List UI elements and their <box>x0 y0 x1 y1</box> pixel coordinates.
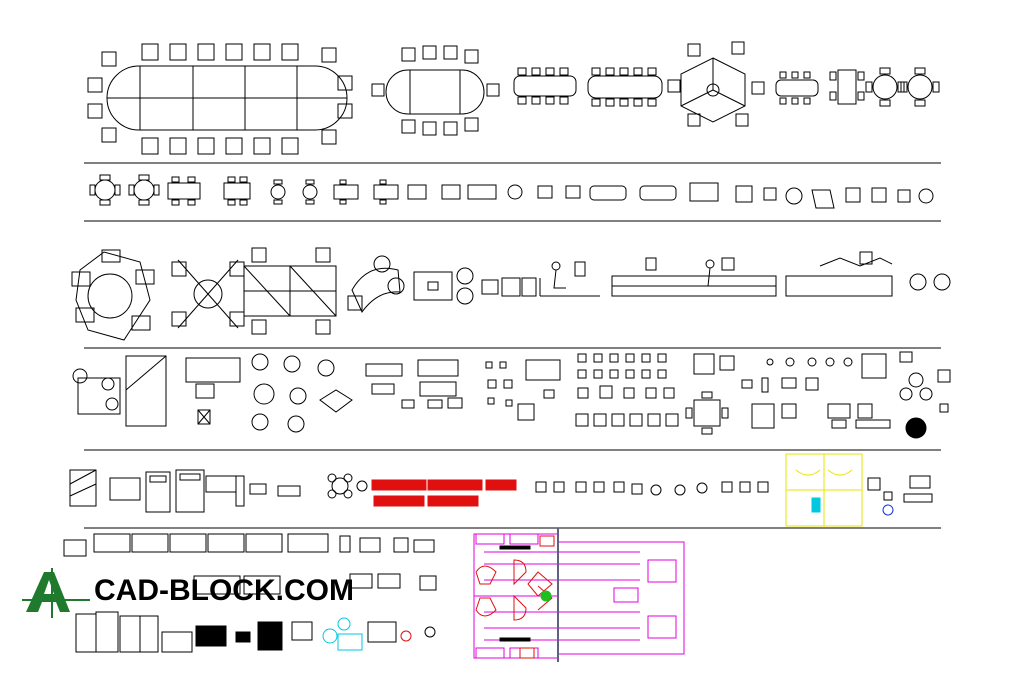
row2-dining-sets <box>89 174 934 209</box>
hexagon-workstation <box>667 41 765 127</box>
beds-group <box>69 469 301 513</box>
square-table-4 <box>685 353 735 435</box>
round-table-4a <box>865 67 905 107</box>
sofas-and-benches <box>365 359 463 409</box>
plant-icon <box>905 417 927 439</box>
cyan-chair <box>811 497 821 513</box>
symbols-right-cluster <box>741 351 951 429</box>
workstation-elevation-right <box>785 251 893 297</box>
red-round-chair <box>400 630 412 642</box>
cluster-workstation <box>71 249 155 341</box>
rectangular-table-10 <box>587 67 663 107</box>
logo-text: CAD-BLOCK.COM <box>94 574 354 607</box>
green-plant-icon <box>540 590 552 602</box>
small-rectangular-table <box>775 71 819 105</box>
logo-mark-icon <box>22 568 90 618</box>
four-pod-workstation <box>243 247 337 335</box>
black-furniture-blocks <box>195 621 283 651</box>
x-workstation <box>171 259 245 329</box>
red-conference-tables <box>371 479 517 507</box>
black-bars <box>499 545 531 642</box>
desk-with-chairs <box>413 267 474 305</box>
square-table-6 <box>829 69 865 105</box>
small-symbols-group <box>485 359 561 421</box>
red-chair-cluster <box>475 535 555 659</box>
workstation-elevation-long <box>611 257 777 297</box>
armchair-pair <box>909 273 951 291</box>
small-desk-set <box>481 277 537 297</box>
yellow-workstation-plan <box>785 453 863 527</box>
cad-block-logo: CAD-BLOCK.COM <box>22 568 354 618</box>
office-room-plan <box>72 355 167 427</box>
cabinet-row <box>63 533 437 595</box>
cyan-chairs <box>322 617 363 651</box>
large-oval-conference-table <box>87 43 353 155</box>
round-table-4b <box>900 67 940 107</box>
reception-desk <box>185 357 241 425</box>
chair-row <box>535 481 769 496</box>
small-desks-bottom <box>291 621 436 643</box>
round-table-plan <box>327 473 368 499</box>
symbol-grid <box>575 353 679 427</box>
medium-oval-conference-table <box>371 45 500 136</box>
curved-desk <box>347 255 405 313</box>
rectangular-table-8 <box>513 67 577 105</box>
tall-cabinets <box>75 611 193 653</box>
desk-elevation-person <box>539 261 600 297</box>
lounge-chairs-cluster <box>251 353 353 433</box>
right-small-items <box>867 475 933 516</box>
